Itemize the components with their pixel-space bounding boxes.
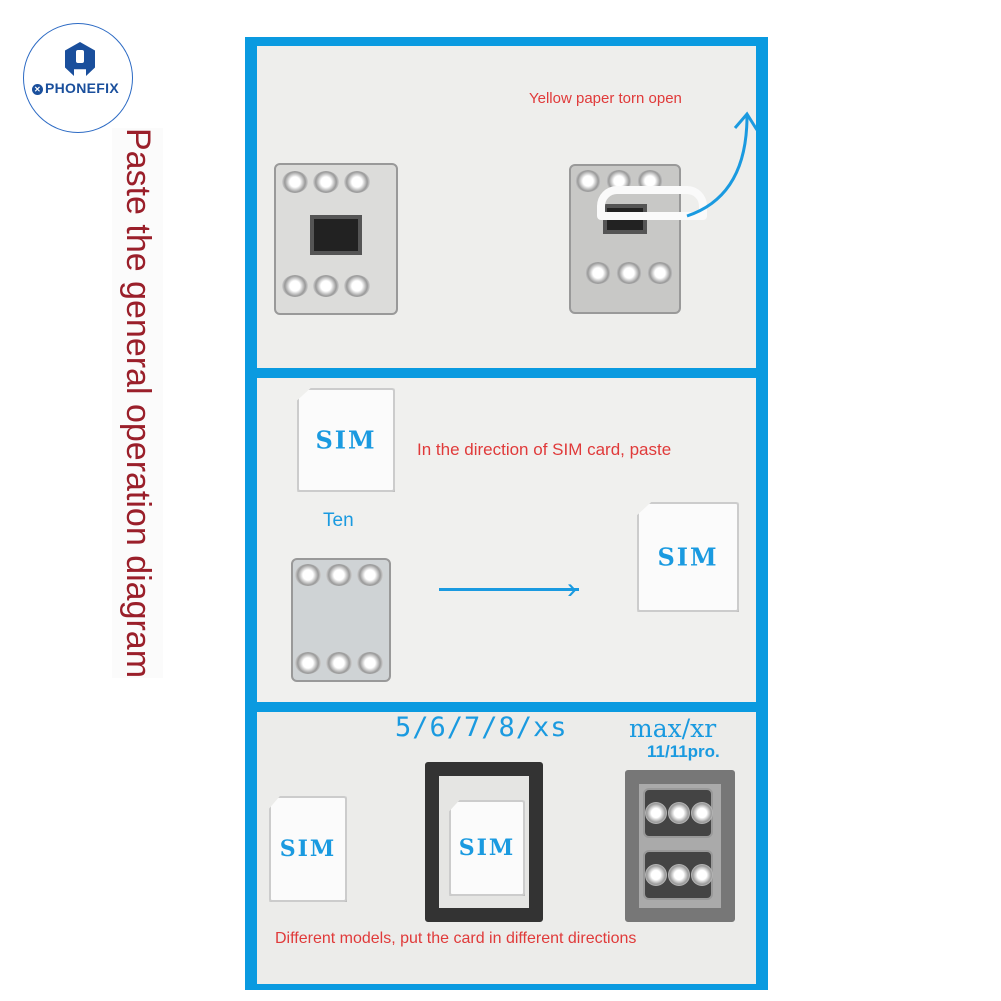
phonefix-logo: ✕PHONEFIX bbox=[23, 23, 133, 133]
sim-card-loose: SIM bbox=[269, 796, 347, 902]
diagram-frame: Yellow paper torn open SIM In the direct… bbox=[245, 37, 768, 990]
panel-models: 5/6/7/8/xs max/xr 11/11pro. SIM SIM Diff… bbox=[257, 712, 756, 984]
caption-yellow-paper: Yellow paper torn open bbox=[529, 90, 682, 107]
model-label-11: 11/11pro. bbox=[647, 742, 720, 761]
panel-tear-paper: Yellow paper torn open bbox=[257, 46, 756, 368]
caption-direction: In the direction of SIM card, paste bbox=[417, 440, 672, 459]
curved-arrow-icon bbox=[686, 111, 756, 218]
sim-chip-sticker bbox=[274, 163, 398, 315]
diagram-title: Paste the general operation diagram bbox=[112, 128, 163, 679]
peeled-paper bbox=[597, 186, 707, 220]
model-label-max: max/xr bbox=[629, 714, 717, 743]
label-ten: Ten bbox=[323, 510, 354, 531]
arrow-right-icon bbox=[439, 588, 579, 591]
model-label-standard: 5/6/7/8/xs bbox=[395, 712, 568, 743]
sim-card-right: SIM bbox=[637, 502, 739, 612]
logo-brand: PHONEFIX bbox=[45, 80, 119, 96]
wrench-phone-icon bbox=[65, 42, 95, 76]
sim-tray-standard: SIM bbox=[425, 762, 543, 922]
caption-different-models: Different models, put the card in differ… bbox=[275, 930, 637, 947]
sim-card-top: SIM bbox=[297, 388, 395, 492]
panel-paste-direction: SIM In the direction of SIM card, paste … bbox=[257, 378, 756, 702]
sim-chip-clear bbox=[291, 558, 391, 682]
close-circle-icon: ✕ bbox=[32, 84, 43, 95]
sim-tray-max bbox=[625, 770, 735, 922]
